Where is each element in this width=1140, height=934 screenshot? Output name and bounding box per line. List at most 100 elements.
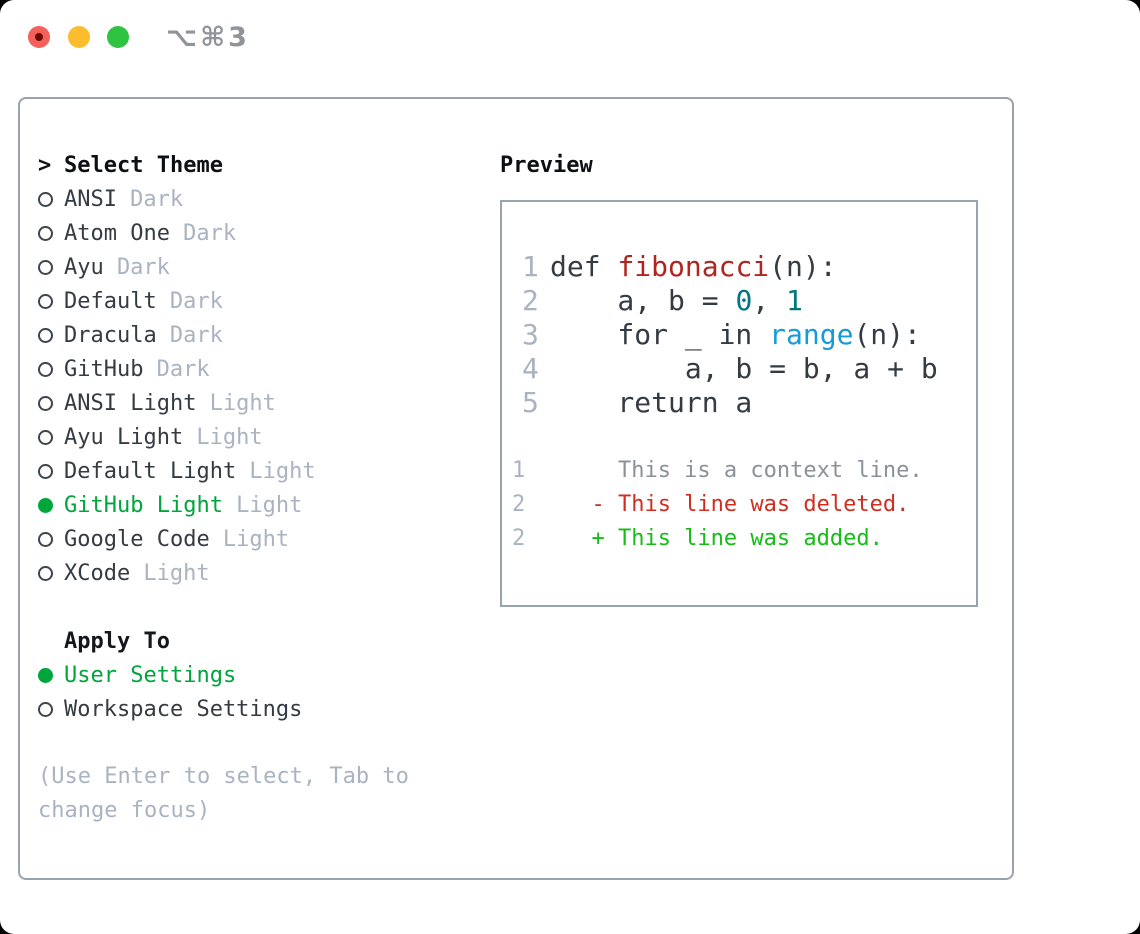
theme-variant-tag: Dark xyxy=(156,356,210,382)
theme-variant-tag: Dark xyxy=(169,322,223,348)
theme-name: Default xyxy=(64,288,157,314)
theme-variant-tag: Light xyxy=(143,560,210,586)
code-line: 5 return a xyxy=(522,385,976,419)
minimize-button[interactable] xyxy=(68,26,90,48)
window-shortcut-label: ⌥⌘3 xyxy=(166,22,250,53)
theme-option-xcode[interactable]: XCode Light xyxy=(38,556,490,590)
spacer xyxy=(38,590,490,624)
apply-option-label: Workspace Settings xyxy=(64,696,303,722)
radio-icon xyxy=(38,225,53,241)
close-button[interactable] xyxy=(28,26,50,48)
blank-line xyxy=(502,419,976,453)
line-number: 1 xyxy=(512,457,526,483)
theme-option-google-code[interactable]: Google Code Light xyxy=(38,522,490,556)
radio-selected-icon xyxy=(38,667,53,683)
code-token: , xyxy=(752,283,787,317)
radio-icon xyxy=(38,327,53,343)
theme-name: XCode xyxy=(64,560,131,586)
theme-variant-tag: Dark xyxy=(169,288,223,314)
theme-option-dracula[interactable]: Dracula Dark xyxy=(38,318,490,352)
diff-preview: 1 This is a context line. 2 -This line was… xyxy=(502,453,976,555)
code-token: fibonacci xyxy=(617,249,770,283)
theme-name: GitHub xyxy=(64,356,144,382)
code-token: a, b = xyxy=(550,283,736,317)
apply-to-header: Apply To xyxy=(38,624,490,658)
diff-line-deleted: 2 -This line was deleted. xyxy=(512,487,976,521)
theme-name: Google Code xyxy=(64,526,210,552)
apply-option-workspace-settings[interactable]: Workspace Settings xyxy=(38,692,490,726)
diff-text: This is a context line. xyxy=(617,457,923,483)
apply-to-title: Apply To xyxy=(64,628,170,654)
radio-icon xyxy=(38,531,53,547)
code-token: for _ in xyxy=(550,317,770,351)
theme-option-ayu-light[interactable]: Ayu Light Light xyxy=(38,420,490,454)
radio-icon xyxy=(38,259,53,275)
apply-option-label: User Settings xyxy=(64,662,237,688)
radio-icon xyxy=(38,293,53,309)
spacer xyxy=(38,726,490,760)
diff-line-added: 2+This line was added. xyxy=(512,521,976,555)
code-line: 4 a, b = b, a + b xyxy=(522,351,976,385)
apply-option-user-settings[interactable]: User Settings xyxy=(38,658,490,692)
unsaved-dot-icon xyxy=(35,33,43,41)
theme-variant-tag: Light xyxy=(196,424,263,450)
line-number: 2 xyxy=(512,491,526,517)
theme-name: ANSI Light xyxy=(64,390,197,416)
diff-marker: - xyxy=(591,491,605,517)
radio-icon xyxy=(38,463,53,479)
radio-icon xyxy=(38,395,53,411)
diff-text: This line was deleted. xyxy=(617,491,910,517)
theme-option-default[interactable]: Default Dark xyxy=(38,284,490,318)
maximize-button[interactable] xyxy=(107,26,129,48)
theme-variant-tag: Light xyxy=(236,492,303,518)
line-number: 2 xyxy=(512,525,526,551)
theme-option-github-light[interactable]: GitHub Light Light xyxy=(38,488,490,522)
theme-name: Default Light xyxy=(64,458,237,484)
line-number: 1 xyxy=(522,249,539,283)
code-token: a, b = b, a + b xyxy=(550,351,938,385)
select-theme-title: Select Theme xyxy=(64,152,223,178)
line-number: 3 xyxy=(522,317,539,351)
diff-marker xyxy=(591,458,617,483)
theme-name: GitHub Light xyxy=(64,492,223,518)
diff-line-context: 1 This is a context line. xyxy=(512,453,976,487)
radio-icon xyxy=(38,701,53,717)
prompt-caret-icon: > xyxy=(38,152,52,178)
line-number: 2 xyxy=(522,283,539,317)
code-token: def xyxy=(550,249,618,283)
code-token: (n): xyxy=(769,249,837,283)
code-line: 1 def fibonacci(n): xyxy=(522,249,976,283)
diff-marker: + xyxy=(591,525,605,551)
radio-icon xyxy=(38,191,53,207)
radio-icon xyxy=(38,361,53,377)
code-token: 1 xyxy=(786,283,803,317)
theme-option-github[interactable]: GitHub Dark xyxy=(38,352,490,386)
code-token: return a xyxy=(550,385,753,419)
radio-icon xyxy=(38,565,53,581)
code-token: range xyxy=(769,317,854,351)
theme-variant-tag: Light xyxy=(249,458,316,484)
line-number: 5 xyxy=(522,385,539,419)
help-text: (Use Enter to select, Tab to change focu… xyxy=(38,764,409,823)
radio-selected-icon xyxy=(38,497,53,513)
select-theme-header: > Select Theme xyxy=(38,148,490,182)
theme-name: Dracula xyxy=(64,322,157,348)
theme-name: Ayu Light xyxy=(64,424,184,450)
code-line: 2 a, b = 0, 1 xyxy=(522,283,976,317)
theme-variant-tag: Light xyxy=(222,526,290,552)
theme-name: ANSI xyxy=(64,186,117,212)
theme-variant-tag: Dark xyxy=(183,220,237,246)
theme-option-default-light[interactable]: Default Light Light xyxy=(38,454,490,488)
